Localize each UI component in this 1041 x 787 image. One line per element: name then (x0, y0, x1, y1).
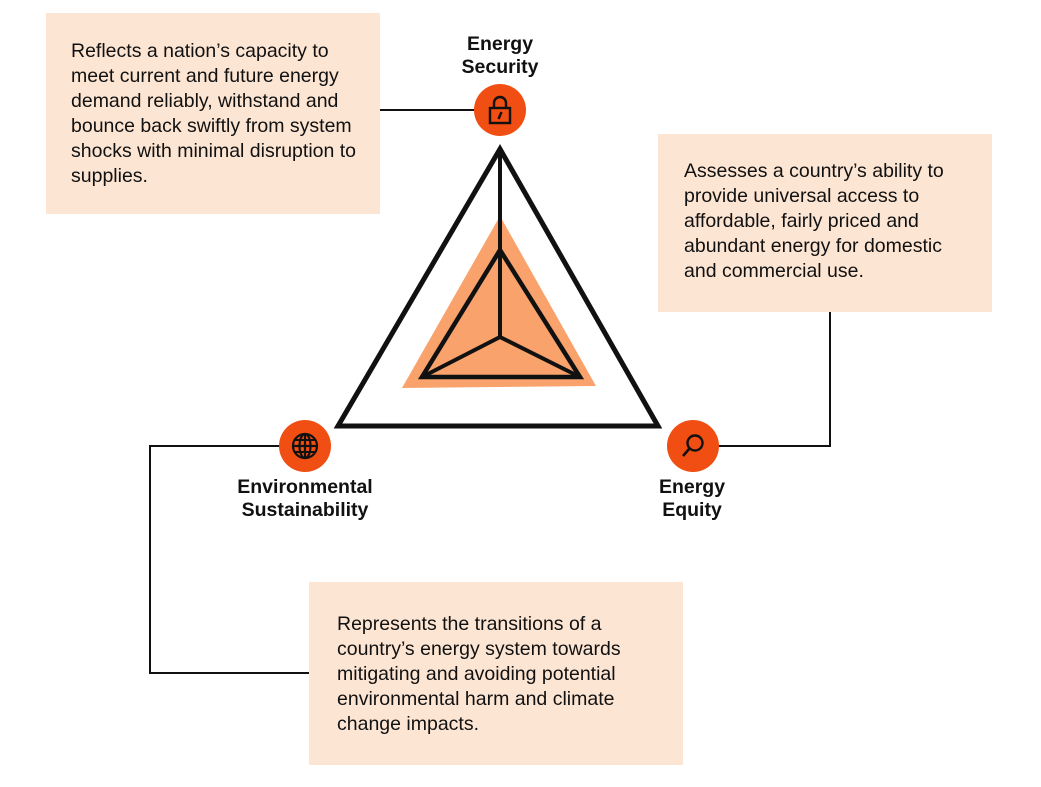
equity-description: Assesses a country’s ability to provide … (684, 160, 944, 282)
globe-icon (291, 432, 319, 460)
equity-label: Energy Equity (658, 476, 726, 521)
sustainability-description: Represents the transitions of a country’… (337, 613, 621, 735)
inner-triangle (417, 245, 585, 380)
outer-triangle (333, 144, 663, 429)
sustainability-label: Environmental Sustainability (237, 476, 373, 521)
security-description-box: Reflects a nation’s capacity to meet cur… (46, 13, 380, 214)
magnifier-icon (682, 434, 704, 457)
equity-description-box: Assesses a country’s ability to provide … (658, 134, 992, 312)
connector-sustainability (149, 445, 309, 674)
sustainability-description-box: Represents the transitions of a country’… (309, 582, 683, 765)
axis-equity (499, 335, 581, 379)
sustainability-icon-badge (279, 420, 331, 472)
security-label: Energy Security (461, 33, 539, 78)
lock-icon (488, 95, 512, 125)
security-description: Reflects a nation’s capacity to meet cur… (71, 40, 357, 187)
equity-icon-badge (667, 420, 719, 472)
connector-equity (718, 312, 831, 447)
axis-sustainability (421, 335, 501, 379)
security-icon-badge (474, 84, 526, 136)
